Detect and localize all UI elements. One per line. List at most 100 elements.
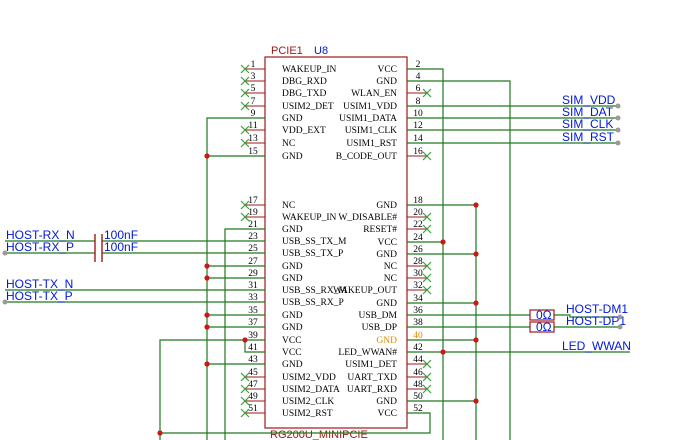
pin-name: GND	[376, 299, 397, 309]
wire-vcc-2	[407, 68, 444, 440]
pin-name: USIM2_VDD	[282, 373, 336, 383]
pin-name: WAKEUP_OUT	[333, 286, 397, 296]
junctions	[157, 153, 479, 436]
pin-number: 3	[251, 72, 256, 82]
pin-number: 34	[413, 294, 423, 304]
wire-host-dm1	[554, 314, 620, 318]
pin-number: 27	[248, 257, 258, 267]
net-endpoint	[2, 299, 8, 305]
pin-name: GND	[282, 152, 303, 162]
pin-number: 16	[413, 147, 423, 157]
net-endpoint	[615, 127, 621, 133]
junction-dot	[473, 251, 479, 257]
no-connect-mark	[422, 273, 432, 283]
net-endpoint	[617, 324, 623, 330]
pin-number: 42	[413, 343, 423, 353]
pin-name: NC	[384, 274, 397, 284]
no-connect-mark	[422, 285, 432, 295]
net-endpoint	[615, 115, 621, 121]
pin-name: VCC	[282, 336, 302, 346]
component-reference: U8	[314, 45, 328, 57]
no-connect-mark	[240, 212, 250, 222]
pin-number: 37	[248, 318, 258, 328]
no-connect-mark	[422, 88, 432, 98]
pin-name: GND	[282, 262, 303, 272]
no-connect-mark	[240, 125, 250, 135]
pin-number: 33	[248, 293, 258, 303]
junction-dot	[204, 324, 210, 330]
pin-number: 30	[413, 269, 423, 279]
pin-name: VCC	[282, 348, 302, 358]
pin-name: GND	[282, 274, 303, 284]
pin-number: 51	[248, 404, 258, 414]
no-connect-mark	[422, 151, 432, 161]
net-endpoints	[2, 103, 623, 330]
pin-name: USB_SS_TX_M	[282, 237, 347, 247]
pin-number: 26	[413, 245, 423, 255]
pin-number: 43	[248, 355, 258, 365]
pin-number: 44	[413, 355, 423, 365]
wire-gnd-21	[224, 228, 265, 440]
pin-number: 5	[251, 84, 256, 94]
junction-dot	[204, 263, 210, 269]
pin-name: USIM1_DATA	[339, 114, 397, 124]
pin-name: DBG_TXD	[282, 89, 326, 99]
pin-number: 23	[248, 232, 258, 242]
pin-number: 4	[416, 72, 421, 82]
resistor-1	[529, 309, 555, 321]
no-connect-mark	[240, 76, 250, 86]
pin-number: 38	[413, 318, 423, 328]
net-label-sim-dat: SIM_DAT	[562, 105, 614, 119]
no-connect-mark	[422, 224, 432, 234]
pin-number: 36	[413, 306, 423, 316]
net-label-host-rx-n: HOST-RX_N	[6, 228, 75, 242]
component-body	[264, 56, 408, 429]
pin-name: GND	[376, 336, 397, 346]
no-connect-mark	[422, 212, 432, 222]
net-label-host-dp1: HOST-DP1	[566, 314, 626, 328]
no-connect-mark	[240, 396, 250, 406]
net-label-host-dm1: HOST-DM1	[566, 302, 628, 316]
junction-dot	[204, 361, 210, 367]
pin-name: GND	[376, 77, 397, 87]
pin-name: GND	[376, 250, 397, 260]
junction-dot	[473, 300, 479, 306]
no-connect-mark	[240, 408, 250, 418]
pin-name: GND	[282, 360, 303, 370]
net-label-sim-rst: SIM_RST	[562, 130, 615, 144]
pin-number: 22	[413, 220, 423, 230]
component-designator: PCIE1	[271, 45, 303, 57]
pin-name: DBG_RXD	[282, 77, 327, 87]
wire-gnd-4	[407, 80, 511, 440]
no-connect-mark	[422, 359, 432, 369]
no-connect-mark	[240, 64, 250, 74]
pin-name: GND	[376, 201, 397, 211]
pin-name: VCC	[377, 238, 397, 248]
resistor-value-2: 0Ω	[536, 320, 552, 334]
pin-name: GND	[376, 397, 397, 407]
pin-name: RESET#	[363, 225, 397, 235]
pin-name: UART_RXD	[347, 385, 397, 395]
pin-name: WAKEUP_IN	[282, 213, 336, 223]
pin-name: B_CODE_OUT	[336, 152, 397, 162]
no-connect-mark	[422, 384, 432, 394]
junction-dot	[204, 153, 210, 159]
pin-name: NC	[384, 262, 397, 272]
pin-number: 24	[413, 233, 423, 243]
net-endpoint	[615, 140, 621, 146]
pin-number: 10	[413, 109, 423, 119]
cap-value-1: 100nF	[104, 228, 138, 242]
pin-number: 1	[251, 60, 256, 70]
pin-number: 6	[416, 84, 421, 94]
pin-name: USB_SS_RX_M	[282, 286, 347, 296]
pin-name: GND	[282, 323, 303, 333]
pin-number: 20	[413, 208, 423, 218]
net-label-host-tx-p: HOST-TX_P	[6, 289, 73, 303]
pin-name: GND	[282, 311, 303, 321]
pin-name: NC	[282, 139, 295, 149]
pin-number: 39	[248, 331, 258, 341]
pin-name: USB_SS_RX_P	[282, 298, 344, 308]
net-label-host-rx-p: HOST-RX_P	[6, 240, 74, 254]
no-connect-mark	[240, 384, 250, 394]
pin-number: 9	[251, 109, 256, 119]
